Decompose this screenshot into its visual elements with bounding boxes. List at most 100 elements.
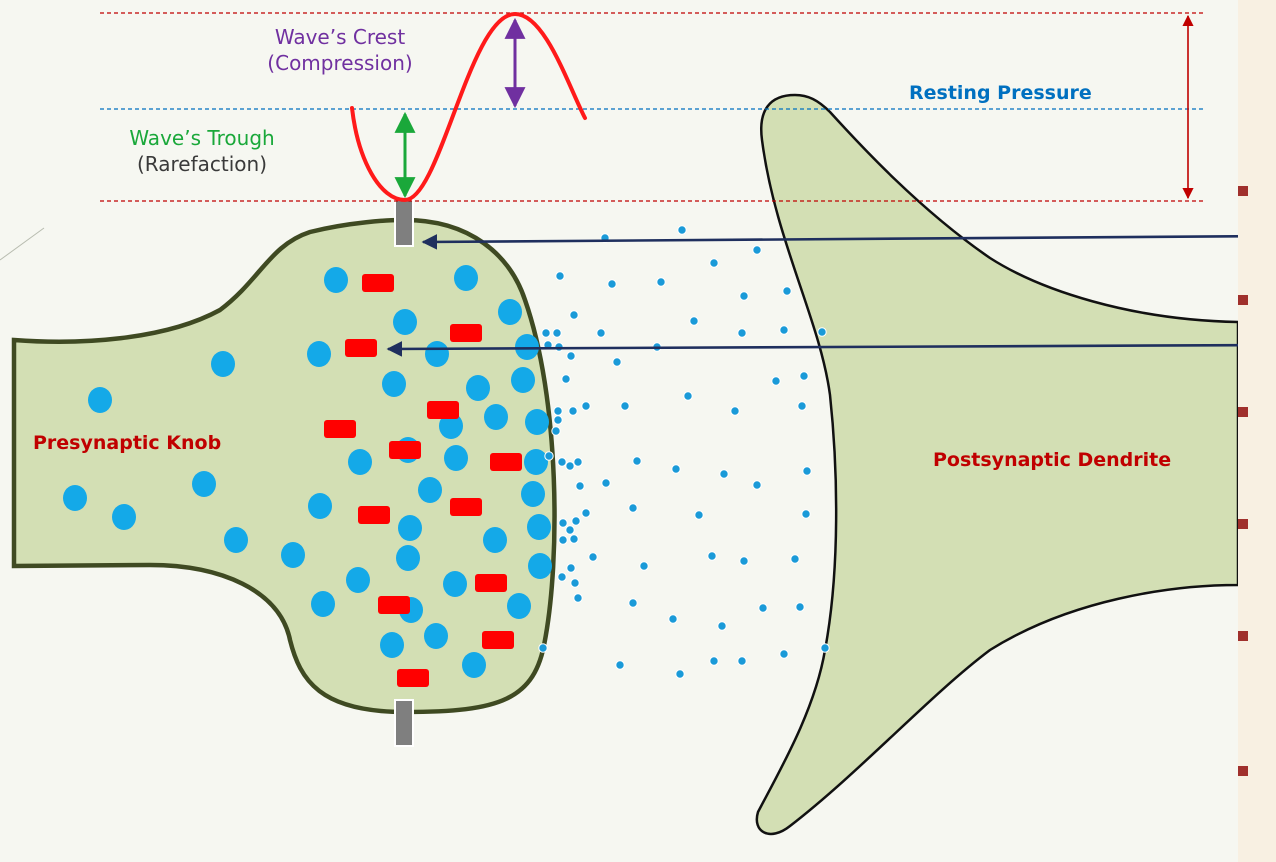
neurotransmitters <box>539 226 829 678</box>
channel-protein <box>324 420 356 438</box>
neurotransmitter <box>800 372 808 380</box>
neurotransmitter <box>553 329 561 337</box>
channel-protein <box>482 631 514 649</box>
neurotransmitter <box>569 407 577 415</box>
channel-protein <box>378 596 410 614</box>
vesicle <box>527 514 551 540</box>
vesicle <box>524 449 548 475</box>
vesicle <box>311 591 335 617</box>
side-panel <box>1238 0 1276 862</box>
neurotransmitter <box>562 375 570 383</box>
vesicle <box>63 485 87 511</box>
neurotransmitter <box>818 328 826 336</box>
neurotransmitter <box>780 650 788 658</box>
vesicle <box>515 334 539 360</box>
neurotransmitter <box>783 287 791 295</box>
neurotransmitter <box>780 326 788 334</box>
neurotransmitter <box>571 579 579 587</box>
vesicle <box>112 504 136 530</box>
neurotransmitter <box>566 526 574 534</box>
vesicle <box>380 632 404 658</box>
neurotransmitter <box>720 470 728 478</box>
channel-protein <box>490 453 522 471</box>
neurotransmitter <box>669 615 677 623</box>
neurotransmitter <box>821 644 829 652</box>
neurotransmitter <box>695 511 703 519</box>
neurotransmitter <box>803 467 811 475</box>
trough-label-line1: Wave’s Trough <box>92 125 312 151</box>
vesicle <box>484 404 508 430</box>
presynaptic-knob-label: Presynaptic Knob <box>33 432 221 454</box>
vesicle <box>462 652 486 678</box>
neurotransmitter <box>759 604 767 612</box>
vesicle <box>418 477 442 503</box>
vesicle <box>443 571 467 597</box>
vesicle <box>398 515 422 541</box>
crest-label-line2: (Compression) <box>235 50 445 76</box>
presynaptic-knob-shape <box>14 220 555 712</box>
vesicle <box>498 299 522 325</box>
neurotransmitter <box>552 427 560 435</box>
neurotransmitter <box>710 259 718 267</box>
neurotransmitter <box>582 402 590 410</box>
neurotransmitter <box>798 402 806 410</box>
neurotransmitter <box>672 465 680 473</box>
side-bullet-2 <box>1238 295 1248 305</box>
neurotransmitter <box>554 416 562 424</box>
ion-channel-bottom <box>395 700 413 746</box>
neurotransmitter <box>772 377 780 385</box>
neurotransmitter <box>539 644 547 652</box>
vesicle <box>308 493 332 519</box>
neurotransmitter <box>708 552 716 560</box>
neurotransmitter <box>576 482 584 490</box>
vesicle <box>307 341 331 367</box>
neurotransmitter <box>678 226 686 234</box>
neurotransmitter <box>657 278 665 286</box>
neurotransmitter <box>731 407 739 415</box>
neurotransmitter <box>570 535 578 543</box>
vesicle <box>281 542 305 568</box>
side-bullet-3 <box>1238 407 1248 417</box>
vesicle <box>348 449 372 475</box>
neurotransmitter <box>791 555 799 563</box>
neurotransmitter <box>629 504 637 512</box>
neurotransmitter <box>740 292 748 300</box>
vesicle <box>525 409 549 435</box>
neurotransmitter <box>574 594 582 602</box>
neurotransmitter <box>633 457 641 465</box>
neurotransmitter <box>802 510 810 518</box>
neurotransmitter <box>582 509 590 517</box>
vesicle <box>211 351 235 377</box>
vesicle <box>346 567 370 593</box>
neurotransmitter <box>738 657 746 665</box>
resting-pressure-label: Resting Pressure <box>909 82 1092 104</box>
neurotransmitter <box>597 329 605 337</box>
neurotransmitter <box>558 573 566 581</box>
vesicle <box>382 371 406 397</box>
channel-protein <box>427 401 459 419</box>
neurotransmitter <box>567 352 575 360</box>
neurotransmitter <box>684 392 692 400</box>
channel-protein <box>475 574 507 592</box>
channel-protein <box>362 274 394 292</box>
channel-protein <box>450 498 482 516</box>
postsynaptic-dendrite-label: Postsynaptic Dendrite <box>933 449 1171 471</box>
decorative-corner-line <box>0 228 44 260</box>
crest-label: Wave’s Crest (Compression) <box>235 24 445 76</box>
neurotransmitter <box>545 452 553 460</box>
vesicle <box>393 309 417 335</box>
neurotransmitter <box>676 670 684 678</box>
neurotransmitter <box>608 280 616 288</box>
neurotransmitter <box>574 458 582 466</box>
neurotransmitter <box>567 564 575 572</box>
neurotransmitter <box>796 603 804 611</box>
neurotransmitter <box>570 311 578 319</box>
neurotransmitter <box>738 329 746 337</box>
neurotransmitter <box>554 407 562 415</box>
neurotransmitter <box>559 519 567 527</box>
vesicle <box>454 265 478 291</box>
neurotransmitter <box>753 246 761 254</box>
neurotransmitter <box>718 622 726 630</box>
side-bullet-5 <box>1238 631 1248 641</box>
neurotransmitter <box>710 657 718 665</box>
